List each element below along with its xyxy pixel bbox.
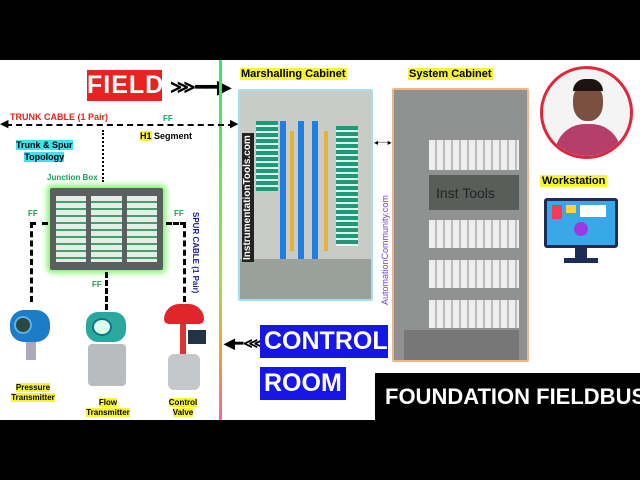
junction-box-photo <box>50 188 163 270</box>
label-line: Valve <box>172 408 194 417</box>
arrow-right-icon: ▶ <box>230 118 239 130</box>
inst-tools-watermark: Inst Tools <box>436 185 495 201</box>
ff-label-left: FF <box>28 209 38 218</box>
topology-line2: Topology <box>24 152 65 162</box>
workstation-label: Workstation <box>540 175 608 187</box>
room-label: ROOM <box>260 367 346 400</box>
marshalling-cabinet-photo <box>238 89 373 301</box>
divider-line <box>219 60 222 420</box>
label-line: Control <box>168 398 198 407</box>
label-line: Transmitter <box>86 408 130 417</box>
h1-segment-label: H1 Segment <box>140 131 192 141</box>
junction-drop-line <box>102 130 104 182</box>
link-arrow-icon: ◂┈┈▸ <box>374 138 392 147</box>
label-line: Transmitter <box>11 393 55 402</box>
arrow-left-icon: ◀━⋘ <box>224 335 264 351</box>
workstation-icon <box>544 198 618 268</box>
control-valve-image <box>162 302 214 394</box>
label-line: Flow <box>98 398 118 407</box>
label-line: Pressure <box>15 383 51 392</box>
spur-line-left <box>30 222 48 302</box>
arrow-left-icon: ◀ <box>0 118 9 130</box>
trunk-cable-line <box>6 124 234 126</box>
spur-line-right <box>166 222 186 302</box>
field-label: FIELD <box>87 70 165 101</box>
system-cabinet-label: System Cabinet <box>408 68 493 80</box>
system-cabinet-photo: Inst Tools <box>392 88 529 362</box>
trunk-cable-label: TRUNK CABLE (1 Pair) <box>10 112 109 122</box>
ff-label-bottom: FF <box>92 280 102 289</box>
spur-cable-label: SPUR CABLE (1 Pair) <box>191 212 200 294</box>
ff-label: FF <box>163 114 173 123</box>
segment-label: Segment <box>151 131 193 141</box>
watermark-text: InstrumentationTools.com <box>242 133 254 262</box>
ff-label-right: FF <box>174 209 184 218</box>
junction-box-label: Junction Box <box>47 173 98 182</box>
flow-transmitter-image <box>84 312 130 390</box>
topology-line1: Trunk & Spur <box>16 140 73 150</box>
spur-line-center <box>105 272 108 310</box>
pressure-transmitter-image <box>6 306 56 366</box>
h1-label: H1 <box>140 131 152 141</box>
control-label: CONTROL <box>260 325 388 358</box>
arrow-right-icon: ⋙━━▶ <box>170 77 232 97</box>
marshalling-cabinet-label: Marshalling Cabinet <box>240 68 347 80</box>
page-title: FOUNDATION FIELDBUS <box>375 373 640 420</box>
automation-community-watermark: AutomationCommunity.com <box>380 195 390 305</box>
presenter-avatar <box>540 66 633 159</box>
